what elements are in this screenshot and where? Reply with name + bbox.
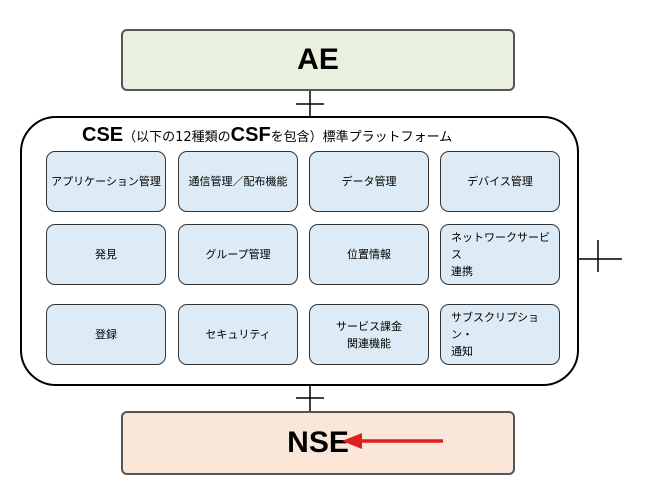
csf-registration: 登録 [46,304,166,365]
csf-label: 位置情報 [347,248,391,261]
csf-label: 通信管理／配布機能 [188,175,288,188]
cse-title-csf: CSF [230,124,271,146]
csf-application-management: アプリケーション管理 [46,151,166,212]
csf-service-charging: サービス課金 関連機能 [309,304,429,365]
csf-label: サービス課金 関連機能 [336,319,402,350]
csf-label: グループ管理 [205,248,271,261]
nse-box: NSE [121,411,515,475]
csf-device-management: デバイス管理 [440,151,560,212]
csf-discovery: 発見 [46,224,166,285]
csf-subscription-notification: サブスクリプション・ 通知 [440,304,560,365]
csf-location: 位置情報 [309,224,429,285]
csf-communication-management: 通信管理／配布機能 [178,151,298,212]
cse-title: CSE（以下の12種類のCSFを包含）標準プラットフォーム [82,124,452,149]
csf-label: ネットワークサービス 連携 [451,231,550,278]
csf-label: データ管理 [341,175,397,188]
cse-title-suffix: を包含）標準プラットフォーム [270,130,453,145]
csf-label: セキュリティ [205,328,271,341]
csf-group-management: グループ管理 [178,224,298,285]
csf-label: デバイス管理 [467,175,533,188]
nse-label: NSE [287,426,349,459]
cse-title-prefix: CSE [82,124,124,146]
csf-network-service-exposure: ネットワークサービス 連携 [440,224,560,285]
cse-title-middle: （以下の12種類の [123,130,231,145]
csf-label: 発見 [95,248,117,261]
ae-box: AE [121,29,515,91]
csf-security: セキュリティ [178,304,298,365]
csf-label: 登録 [95,328,117,341]
ae-label: AE [297,43,339,76]
csf-label: アプリケーション管理 [51,175,161,188]
csf-data-management: データ管理 [309,151,429,212]
csf-label: サブスクリプション・ 通知 [451,311,539,358]
